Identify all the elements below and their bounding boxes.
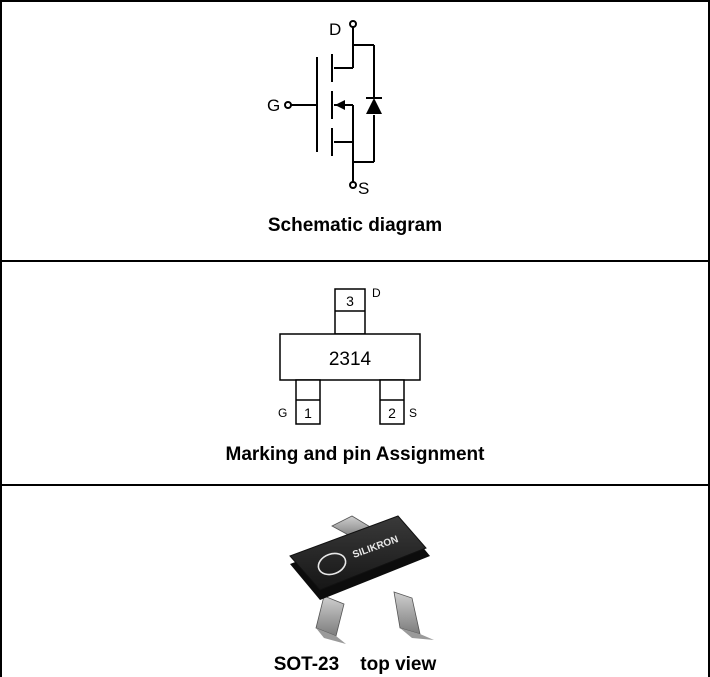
source-label: S [358,179,369,198]
package-body-top [289,515,427,591]
pin-1-pad [295,379,321,425]
pin-2-number: 2 [388,405,396,421]
marking-caption: Marking and pin Assignment [225,444,485,465]
body-diode-icon [366,98,382,114]
pin-3-number: 3 [346,293,354,309]
drain-terminal [349,20,357,28]
package-caption: SOT-23 top view [273,654,437,675]
gate-label: G [267,96,280,115]
package-lead-right-foot [400,628,434,640]
marking-code: 2314 [329,349,372,370]
package-lead-right [393,591,421,635]
package-body [279,333,421,381]
drain-label: D [329,20,341,39]
package-lead-left-foot [316,628,346,644]
package-section: SILIKRON SOT-23 top view [2,486,708,677]
pin-1-name: G [278,406,287,420]
package-marking-diagram: 2314 3 1 2 D G S [278,286,421,425]
source-terminal [349,181,357,189]
gate-terminal [284,101,292,109]
schematic-section: D G S Schematic diagram [2,2,708,262]
logo-oval-icon [317,552,347,576]
pin-2-pad [379,379,405,425]
pin-3-name: D [372,286,381,300]
mosfet-schematic: D G S [267,20,382,198]
schematic-caption: Schematic diagram [267,215,443,236]
marking-section: 2314 3 1 2 D G S Marking and pin Assignm… [2,262,708,486]
pin-2-name: S [409,406,417,420]
pin-1-number: 1 [304,405,312,421]
body-arrow-icon [335,100,345,110]
sot23-package-illustration: SILIKRON [289,515,434,644]
